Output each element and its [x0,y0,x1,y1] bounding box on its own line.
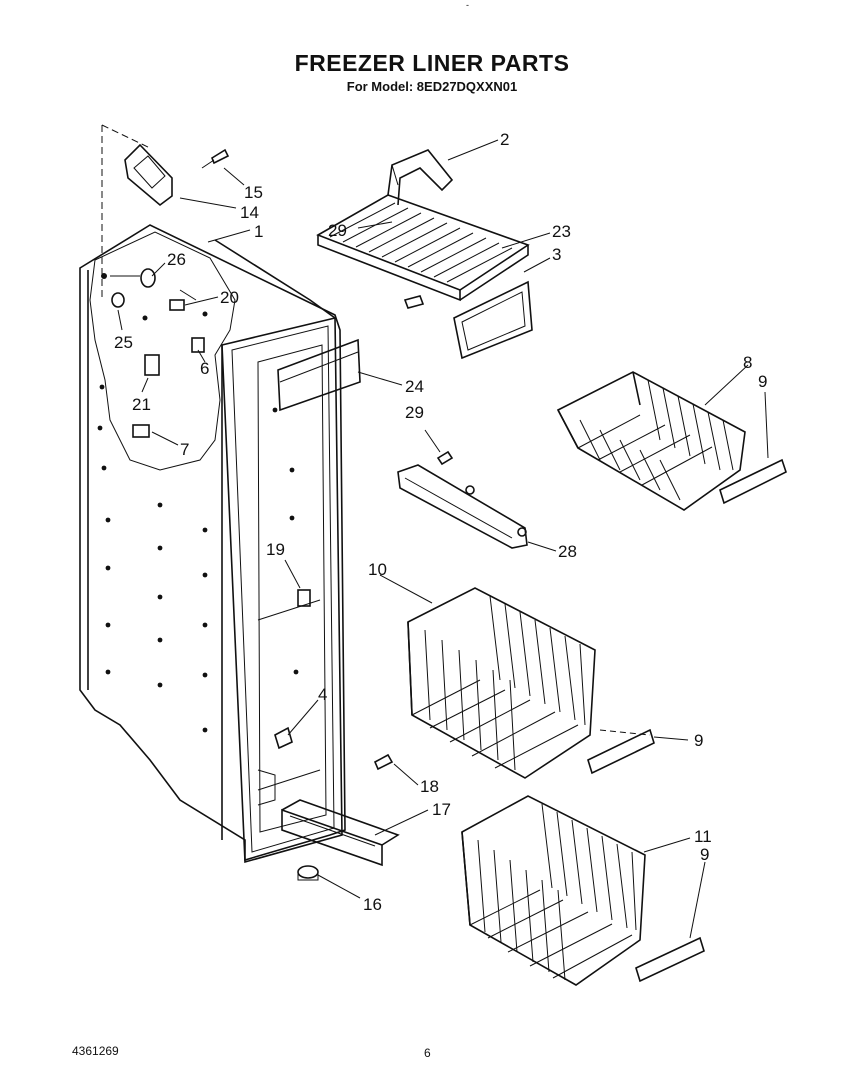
bottom-basket [461,795,646,986]
leader-lines [117,139,769,939]
top-mark: - [466,0,469,10]
callout-18: 18 [420,777,439,796]
shelf-bracket [297,589,311,607]
callout-17: 17 [432,800,451,819]
basket-filler-1 [719,458,787,505]
basket-filler-2 [587,728,655,775]
callout-9-middle: 9 [694,731,703,750]
page-title: FREEZER LINER PARTS [294,50,570,76]
trim-strip [277,338,361,412]
callout-11: 11 [694,827,712,846]
callout-25: 25 [114,333,133,352]
callout-10: 10 [368,560,387,579]
callout-15: 15 [244,183,263,202]
small-basket [556,371,746,511]
shelf-frame [453,280,533,360]
callout-24: 24 [405,377,424,396]
clip [274,726,293,750]
freezer-liner [79,124,346,864]
model-subtitle: For Model: 8ED27DQXXN01 [346,79,518,94]
callout-labels: 2 23 3 29 15 14 1 26 20 25 6 21 7 24 29 … [114,130,767,914]
callout-28: 28 [558,542,577,561]
callout-7: 7 [180,440,189,459]
basket-filler-3 [635,936,705,983]
callout-2: 2 [500,130,509,149]
callout-29-lower: 29 [405,403,424,422]
callout-3: 3 [552,245,561,264]
shelf-handle-part [124,143,230,207]
callout-21: 21 [132,395,151,414]
bottom-hardware [281,753,400,881]
control-hardware [101,268,208,438]
page-number: 6 [424,1046,431,1060]
callout-9-top: 9 [758,372,767,391]
top-shelf [316,149,530,309]
callout-4: 4 [318,685,327,704]
callout-1: 1 [254,222,263,241]
callout-9-bottom: 9 [700,845,709,864]
callout-29: 29 [328,221,347,240]
large-basket [407,587,596,779]
callout-20: 20 [220,288,239,307]
callout-19: 19 [266,540,285,559]
callout-14: 14 [240,203,259,222]
callout-16: 16 [363,895,382,914]
shelf-support [397,450,528,549]
callout-23: 23 [552,222,571,241]
document-number: 4361269 [72,1044,119,1058]
callout-26: 26 [167,250,186,269]
callout-8: 8 [743,353,752,372]
callout-6: 6 [200,359,209,378]
